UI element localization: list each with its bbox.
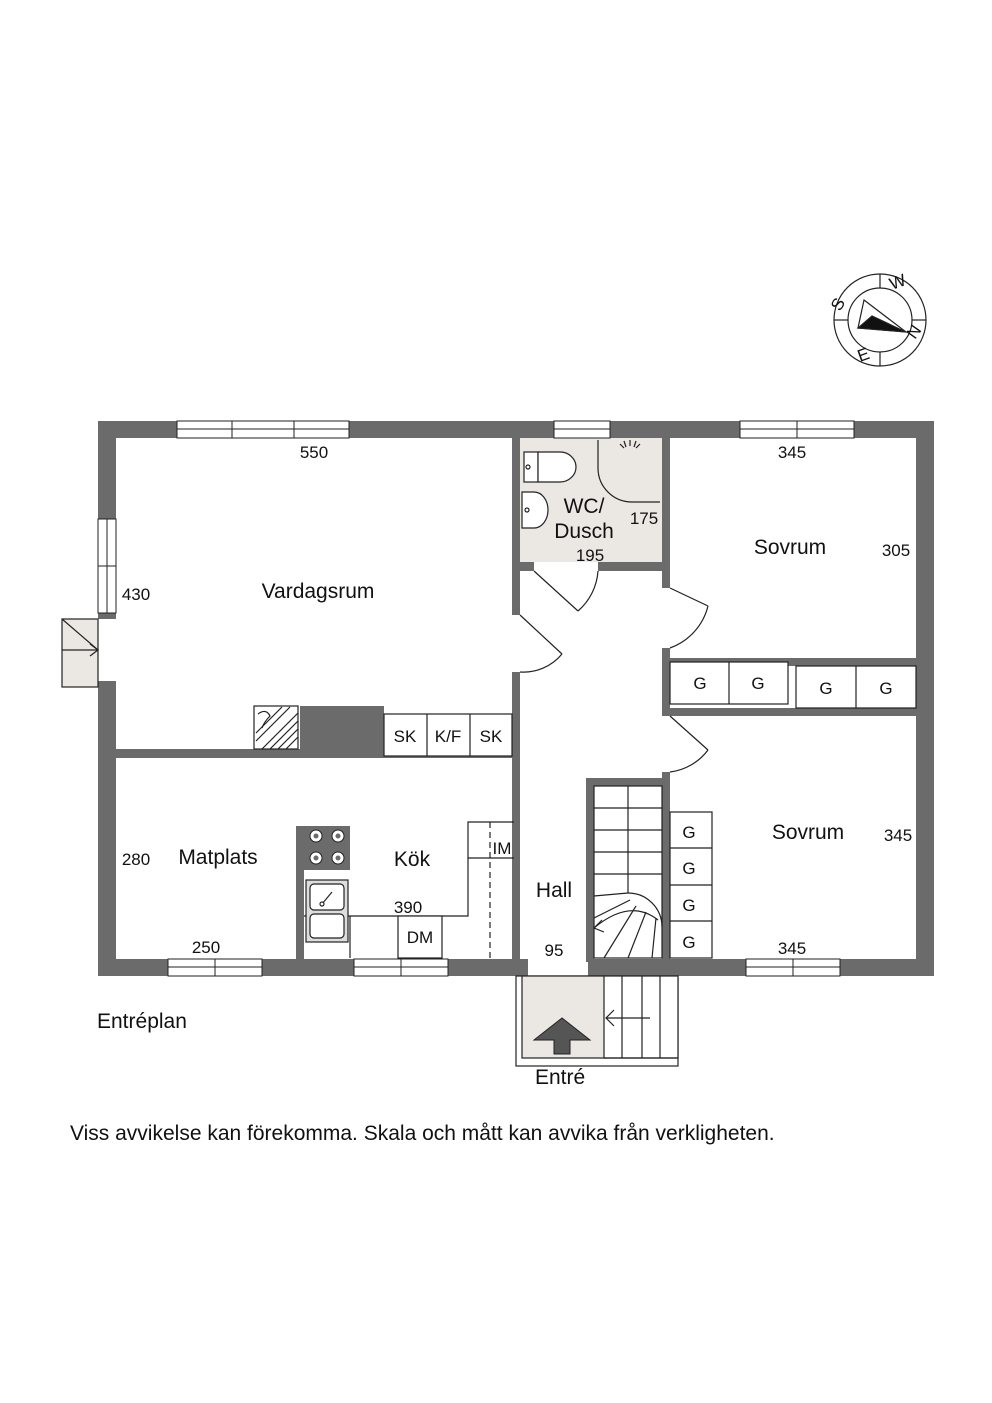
room-label-sovrum-top: Sovrum <box>754 536 826 559</box>
side-door-opening <box>97 619 117 681</box>
kitchen-counter <box>304 821 514 959</box>
dim-wc-width: 195 <box>576 546 604 565</box>
room-label-matplats: Matplats <box>178 846 257 869</box>
fireplace <box>253 705 299 750</box>
stove-icon <box>304 826 350 870</box>
dim-vardagsrum-width: 550 <box>300 443 328 462</box>
wardrobe-label-g: G <box>879 679 892 698</box>
wardrobe-label-g: G <box>682 823 695 842</box>
dim-matplats-width: 250 <box>192 938 220 957</box>
wardrobe-label-g: G <box>682 859 695 878</box>
dim-sovrum-bottom-width: 345 <box>778 939 806 958</box>
wardrobe-label-g: G <box>682 896 695 915</box>
cabinet-label-sk-right: SK <box>480 727 503 746</box>
wardrobe-label-g: G <box>682 933 695 952</box>
plan-label: Entréplan <box>97 1010 187 1033</box>
wardrobe-label-g: G <box>819 679 832 698</box>
compass-icon <box>833 273 927 367</box>
room-label-hall: Hall <box>536 879 572 902</box>
compass-west-label: W <box>887 270 909 293</box>
cabinet-label-sk-left: SK <box>394 727 417 746</box>
appliance-label-dm: DM <box>407 928 433 947</box>
dim-sovrum-bottom-depth: 345 <box>884 826 912 845</box>
appliance-label-im: IM <box>493 839 512 858</box>
room-label-wc-line1: WC/ <box>564 495 605 518</box>
dim-hall-width: 95 <box>545 941 564 960</box>
shower-head-icon <box>619 440 641 449</box>
dim-kok-width: 390 <box>394 898 422 917</box>
entrance-arrow-icon <box>532 1017 592 1055</box>
bedroom-top-wardrobes <box>669 661 917 709</box>
room-label-kok: Kök <box>394 848 431 871</box>
dim-sovrum-top-width: 345 <box>778 443 806 462</box>
window-mullions <box>98 421 854 976</box>
dim-matplats-depth: 280 <box>122 850 150 869</box>
hall-cabinets <box>383 713 513 757</box>
sink-icon <box>305 879 349 943</box>
dim-wc-depth: 175 <box>630 509 658 528</box>
fireplace-hearth <box>300 706 384 749</box>
staircase <box>592 785 663 959</box>
bedroom-bottom-wardrobes <box>669 811 713 959</box>
interior-walls <box>116 438 916 969</box>
cabinet-label-kf: K/F <box>435 727 461 746</box>
room-label-vardagsrum: Vardagsrum <box>262 580 375 603</box>
disclaimer-text: Viss avvikelse kan förekomma. Skala och … <box>70 1122 775 1145</box>
dim-sovrum-top-depth: 305 <box>882 541 910 560</box>
wardrobe-label-g: G <box>693 674 706 693</box>
wc-fixtures <box>521 440 660 529</box>
wardrobe-label-g: G <box>751 674 764 693</box>
dim-vardagsrum-depth: 430 <box>122 585 150 604</box>
entrance-opening <box>528 958 588 977</box>
entrance-label: Entré <box>535 1066 586 1089</box>
room-label-wc-line2: Dusch <box>554 520 614 543</box>
room-label-sovrum-bottom: Sovrum <box>772 821 844 844</box>
entrance-steps <box>515 975 679 1067</box>
